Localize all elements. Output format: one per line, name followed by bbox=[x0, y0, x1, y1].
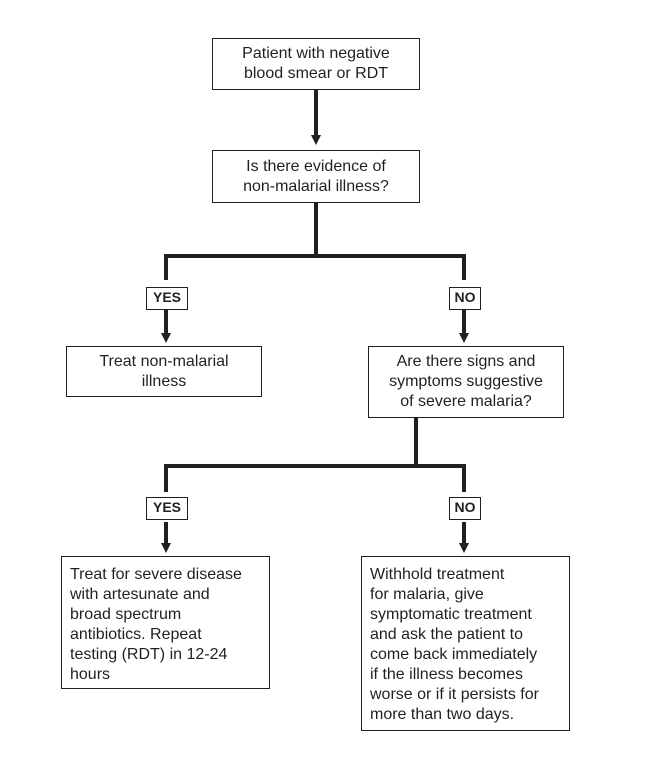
branch-q2-yes bbox=[164, 418, 418, 492]
treat-severe-box: Treat for severe disease with artesunate… bbox=[61, 556, 270, 689]
treat-non-malarial-box: Treat non-malarial illness bbox=[66, 346, 262, 397]
branch-q1-yes bbox=[164, 203, 318, 280]
q2-no-tag: NO bbox=[449, 497, 481, 520]
question-non-malarial-box: Is there evidence of non-malarial illnes… bbox=[212, 150, 420, 203]
withhold-treatment-box: Withhold treatment for malaria, give sym… bbox=[361, 556, 570, 731]
branch-q2-no bbox=[416, 464, 466, 492]
question-severe-malaria-box: Are there signs and symptoms suggestive … bbox=[368, 346, 564, 418]
q1-no-tag: NO bbox=[449, 287, 481, 310]
branch-q1-no bbox=[316, 254, 466, 280]
q2-yes-tag: YES bbox=[146, 497, 188, 520]
q1-yes-tag: YES bbox=[146, 287, 188, 310]
start-box: Patient with negative blood smear or RDT bbox=[212, 38, 420, 90]
